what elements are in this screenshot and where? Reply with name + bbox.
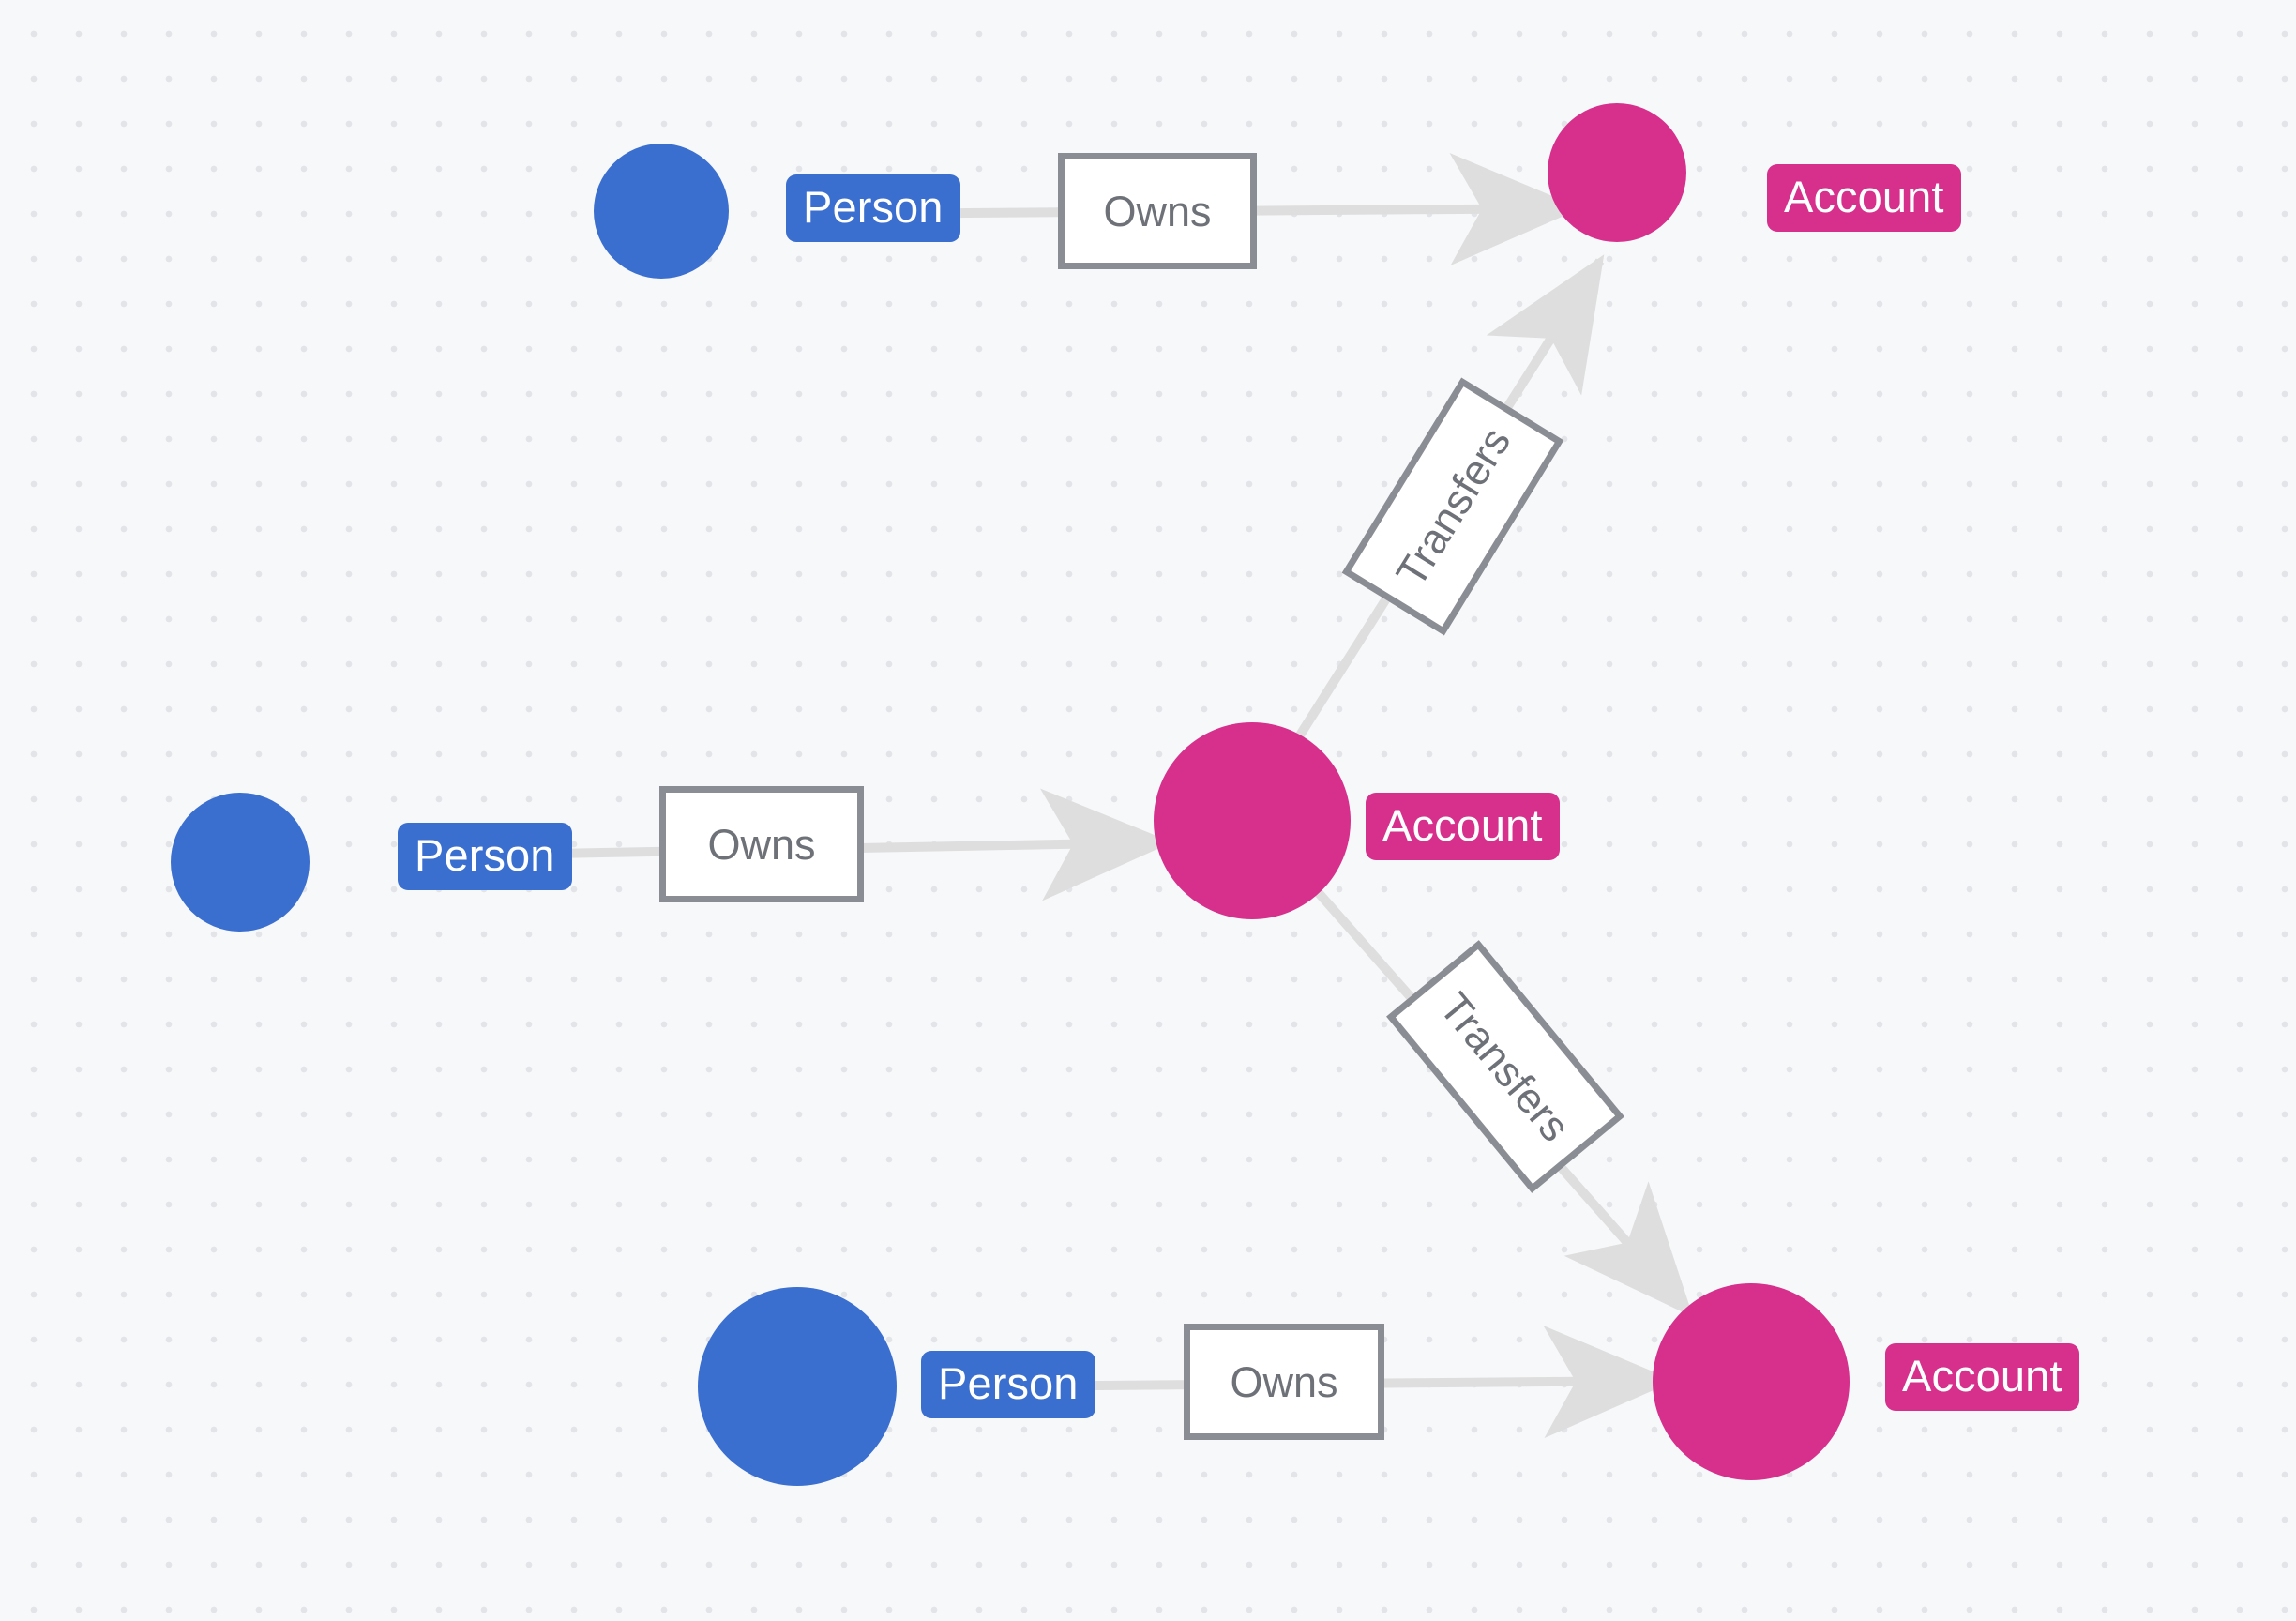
node-account-2[interactable] (1154, 722, 1351, 919)
edge-label-owns-1[interactable]: Owns (1058, 153, 1257, 269)
node-person-2[interactable] (171, 793, 310, 932)
edge-label-owns-3[interactable]: Owns (1184, 1324, 1384, 1440)
node-label-account-3[interactable]: Account (1885, 1343, 2079, 1411)
node-label-person-1[interactable]: Person (786, 174, 960, 242)
node-label-account-2[interactable]: Account (1366, 793, 1560, 860)
node-person-1[interactable] (594, 144, 729, 279)
node-account-1[interactable] (1548, 103, 1686, 242)
node-person-3[interactable] (698, 1287, 897, 1486)
node-label-account-1[interactable]: Account (1767, 164, 1961, 232)
node-label-person-3[interactable]: Person (921, 1351, 1095, 1418)
edge-label-owns-2[interactable]: Owns (659, 786, 864, 902)
node-account-3[interactable] (1653, 1283, 1850, 1480)
node-label-person-2[interactable]: Person (398, 823, 572, 890)
